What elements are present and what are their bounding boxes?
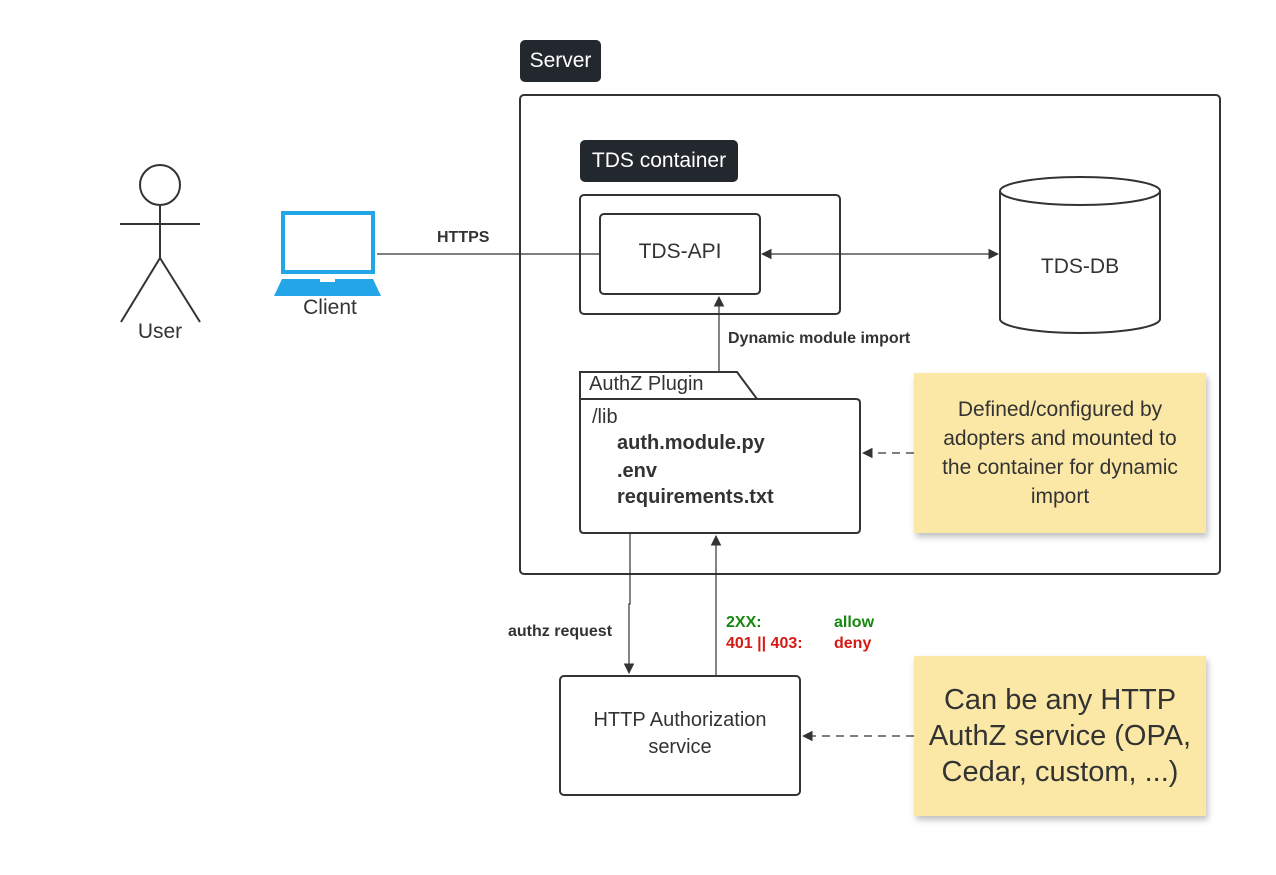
client-label: Client	[303, 296, 357, 319]
authz-service-box	[559, 675, 801, 796]
dynamic-import-label: Dynamic module import	[728, 330, 911, 347]
fail-code-label: 401 || 403:	[726, 635, 803, 652]
service-note-text: Can be any HTTP AuthZ service (OPA, Ceda…	[928, 684, 1192, 788]
plugin-file: auth.module.py	[617, 432, 765, 454]
authz-request-arrow	[623, 534, 635, 675]
tds-api-label: TDS-API	[638, 240, 722, 263]
authz-service-label: HTTP Authorization service	[593, 709, 767, 758]
service-note: Can be any HTTP AuthZ service (OPA, Ceda…	[914, 656, 1206, 816]
user-label: User	[137, 320, 183, 343]
plugin-note: Defined/configured by adopters and mount…	[914, 373, 1206, 533]
plugin-dir: /lib	[592, 406, 618, 428]
plugin-note-text: Defined/configured by adopters and mount…	[942, 398, 1178, 508]
https-label: HTTPS	[437, 229, 490, 246]
tds-db-label: TDS-DB	[1040, 255, 1120, 278]
plugin-file: requirements.txt	[617, 486, 774, 508]
tds-container-tag: TDS container	[580, 140, 738, 182]
plugin-title: AuthZ Plugin	[589, 373, 704, 395]
authz-plugin-folder	[579, 371, 861, 534]
fail-result-label: deny	[834, 635, 872, 652]
plugin-file: .env	[617, 460, 658, 482]
authz-request-label: authz request	[508, 623, 613, 640]
laptop-icon	[274, 211, 381, 296]
user-icon	[120, 164, 201, 323]
server-box	[519, 94, 1221, 575]
ok-result-label: allow	[834, 614, 875, 631]
database-icon	[999, 176, 1161, 334]
server-tag: Server	[520, 40, 601, 82]
ok-code-label: 2XX:	[726, 614, 762, 631]
